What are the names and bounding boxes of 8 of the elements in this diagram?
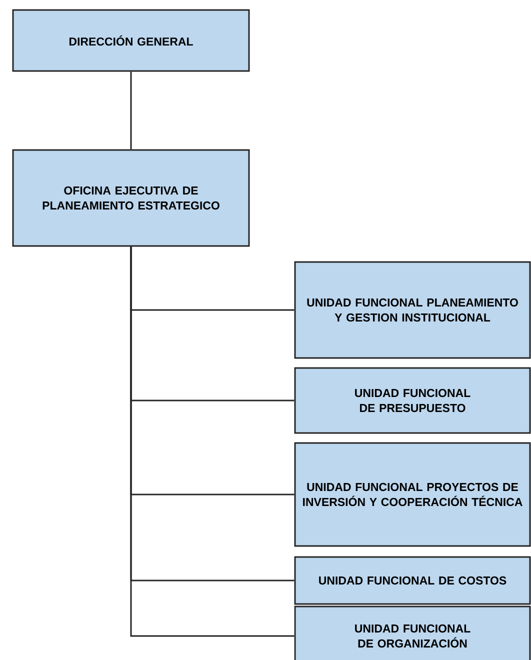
connector-line — [130, 72, 132, 150]
org-box: UNIDAD FUNCIONAL DE PRESUPUESTO — [294, 367, 531, 434]
org-box: UNIDAD FUNCIONAL PROYECTOS DE INVERSIÓN Y COOPERACIÓN TÉCNICA — [294, 442, 531, 547]
org-box: UNIDAD FUNCIONAL PLANEAMIENTO Y GESTION INSTITUCIONAL — [294, 261, 531, 359]
org-box: UNIDAD FUNCIONAL DE COSTOS — [294, 556, 531, 605]
org-box: DIRECCIÓN GENERAL — [12, 9, 250, 72]
org-box: UNIDAD FUNCIONAL DE ORGANIZACIÓN — [294, 606, 531, 660]
org-box: OFICINA EJECUTIVA DE PLANEAMIENTO ESTRATEGICO — [12, 149, 250, 247]
